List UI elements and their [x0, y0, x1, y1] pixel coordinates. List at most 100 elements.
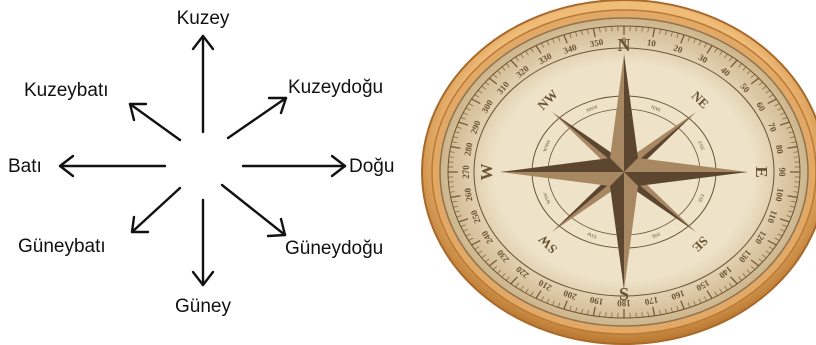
degree-label: 100: [773, 187, 785, 203]
degree-tick: [453, 205, 459, 208]
degree-tick: [665, 308, 667, 314]
degree-tick: [706, 290, 713, 299]
degree-tick: [530, 48, 534, 53]
degree-tick: [765, 90, 771, 94]
degree-tick: [450, 195, 461, 198]
degree-tick: [563, 300, 568, 310]
degree-label: 190: [589, 295, 605, 307]
degree-tick: [768, 246, 774, 250]
degree-tick: [454, 210, 460, 213]
degree-tick: [592, 28, 596, 38]
degree-label: 160: [670, 288, 687, 302]
degree-tick: [569, 33, 572, 38]
degree-tick: [714, 291, 718, 296]
degree-tick: [463, 229, 468, 232]
degree-tick: [465, 233, 471, 237]
degree-tick: [497, 269, 502, 274]
degree-tick: [767, 239, 777, 246]
rose-point-s-light: [624, 172, 638, 290]
label-north: Kuzey: [177, 8, 230, 29]
degree-tick: [485, 81, 490, 86]
degree-tick: [557, 36, 561, 42]
degree-tick: [510, 59, 518, 68]
inner-ring-label: ENE: [696, 141, 704, 152]
degree-tick: [786, 215, 792, 218]
degree-tick: [449, 191, 455, 193]
rose-point-e: [624, 172, 748, 186]
degree-tick: [746, 70, 751, 75]
degree-tick: [659, 29, 661, 35]
degree-tick: [750, 266, 755, 270]
arrow-west: [58, 154, 167, 178]
degree-tick: [738, 276, 742, 281]
degree-tick: [698, 298, 702, 304]
degree-label: 170: [643, 295, 659, 307]
degree-tick: [782, 117, 788, 120]
arrow-northwest: [128, 102, 182, 142]
degree-tick: [780, 112, 785, 115]
degree-tick: [506, 276, 510, 281]
degree-tick: [730, 276, 738, 285]
degree-tick: [786, 126, 792, 129]
degree-tick: [471, 239, 481, 246]
degree-tick: [448, 156, 454, 158]
degree-tick: [793, 191, 799, 193]
degree-tick: [456, 126, 462, 129]
degree-tick: [581, 308, 583, 314]
degree-tick: [520, 53, 524, 59]
degree-tick: [680, 34, 685, 44]
degree-tick: [704, 296, 707, 302]
degree-tick: [750, 259, 760, 267]
degree-tick: [704, 42, 707, 48]
rose-point-s: [610, 172, 624, 290]
degree-tick: [592, 306, 596, 316]
degree-ticks: [448, 26, 800, 318]
inner-ring-label: SSW: [586, 230, 598, 239]
degree-tick: [647, 27, 649, 33]
inner-ring-label: NNE: [650, 105, 661, 114]
arrow-southeast: [220, 183, 287, 238]
compass-letter-e: E: [752, 166, 771, 177]
degree-tick: [698, 40, 702, 46]
degree-tick: [501, 66, 506, 71]
degree-tick: [481, 85, 486, 90]
degree-tick: [789, 136, 795, 139]
degree-tick: [510, 276, 518, 285]
degree-tick: [676, 33, 679, 38]
degree-tick: [774, 103, 780, 107]
degree-ring-inner: [473, 47, 775, 297]
degree-label: 70: [766, 121, 779, 133]
degree-tick: [541, 42, 544, 48]
degree-label: 250: [468, 208, 482, 225]
inner-ring-label: ESE: [696, 193, 704, 203]
degree-tick: [488, 259, 498, 267]
degree-tick: [670, 307, 673, 313]
degree-tick: [485, 258, 490, 263]
degree-label: 110: [765, 209, 779, 225]
degree-tick: [652, 28, 656, 38]
degree-tick: [535, 290, 542, 299]
degree-label: 20: [672, 43, 684, 56]
label-east: Doğu: [349, 156, 394, 177]
degree-tick: [456, 215, 462, 218]
degree-tick: [742, 66, 747, 71]
degree-tick: [693, 300, 696, 306]
degree-tick: [787, 195, 798, 198]
degree-tick: [738, 63, 742, 68]
degree-tick: [569, 306, 572, 311]
degree-tick: [515, 56, 519, 62]
degree-tick: [497, 70, 502, 75]
degree-tick: [768, 94, 774, 98]
degree-tick: [777, 107, 783, 111]
degree-tick: [477, 90, 483, 94]
degree-tick: [546, 298, 550, 304]
arrow-southwest: [130, 186, 182, 234]
rose-point-w-light: [500, 172, 624, 186]
degree-tick: [477, 250, 483, 254]
degree-tick: [794, 186, 800, 188]
degree-tick: [774, 237, 780, 241]
rose-point-n: [624, 54, 638, 172]
